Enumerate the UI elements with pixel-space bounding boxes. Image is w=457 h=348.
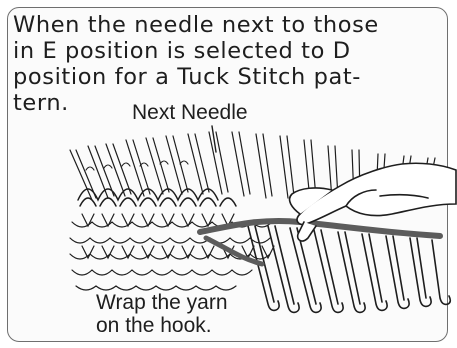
wrap-line-1: Wrap the yarn (96, 291, 228, 314)
hooked-needles (248, 226, 450, 312)
next-needle-label: Next Needle (132, 101, 248, 125)
wrap-instruction-label: Wrap the yarn on the hook. (96, 291, 228, 337)
wrap-line-2: on the hook. (96, 314, 228, 337)
knitted-loops (78, 189, 236, 206)
yarn-strand (200, 221, 440, 236)
